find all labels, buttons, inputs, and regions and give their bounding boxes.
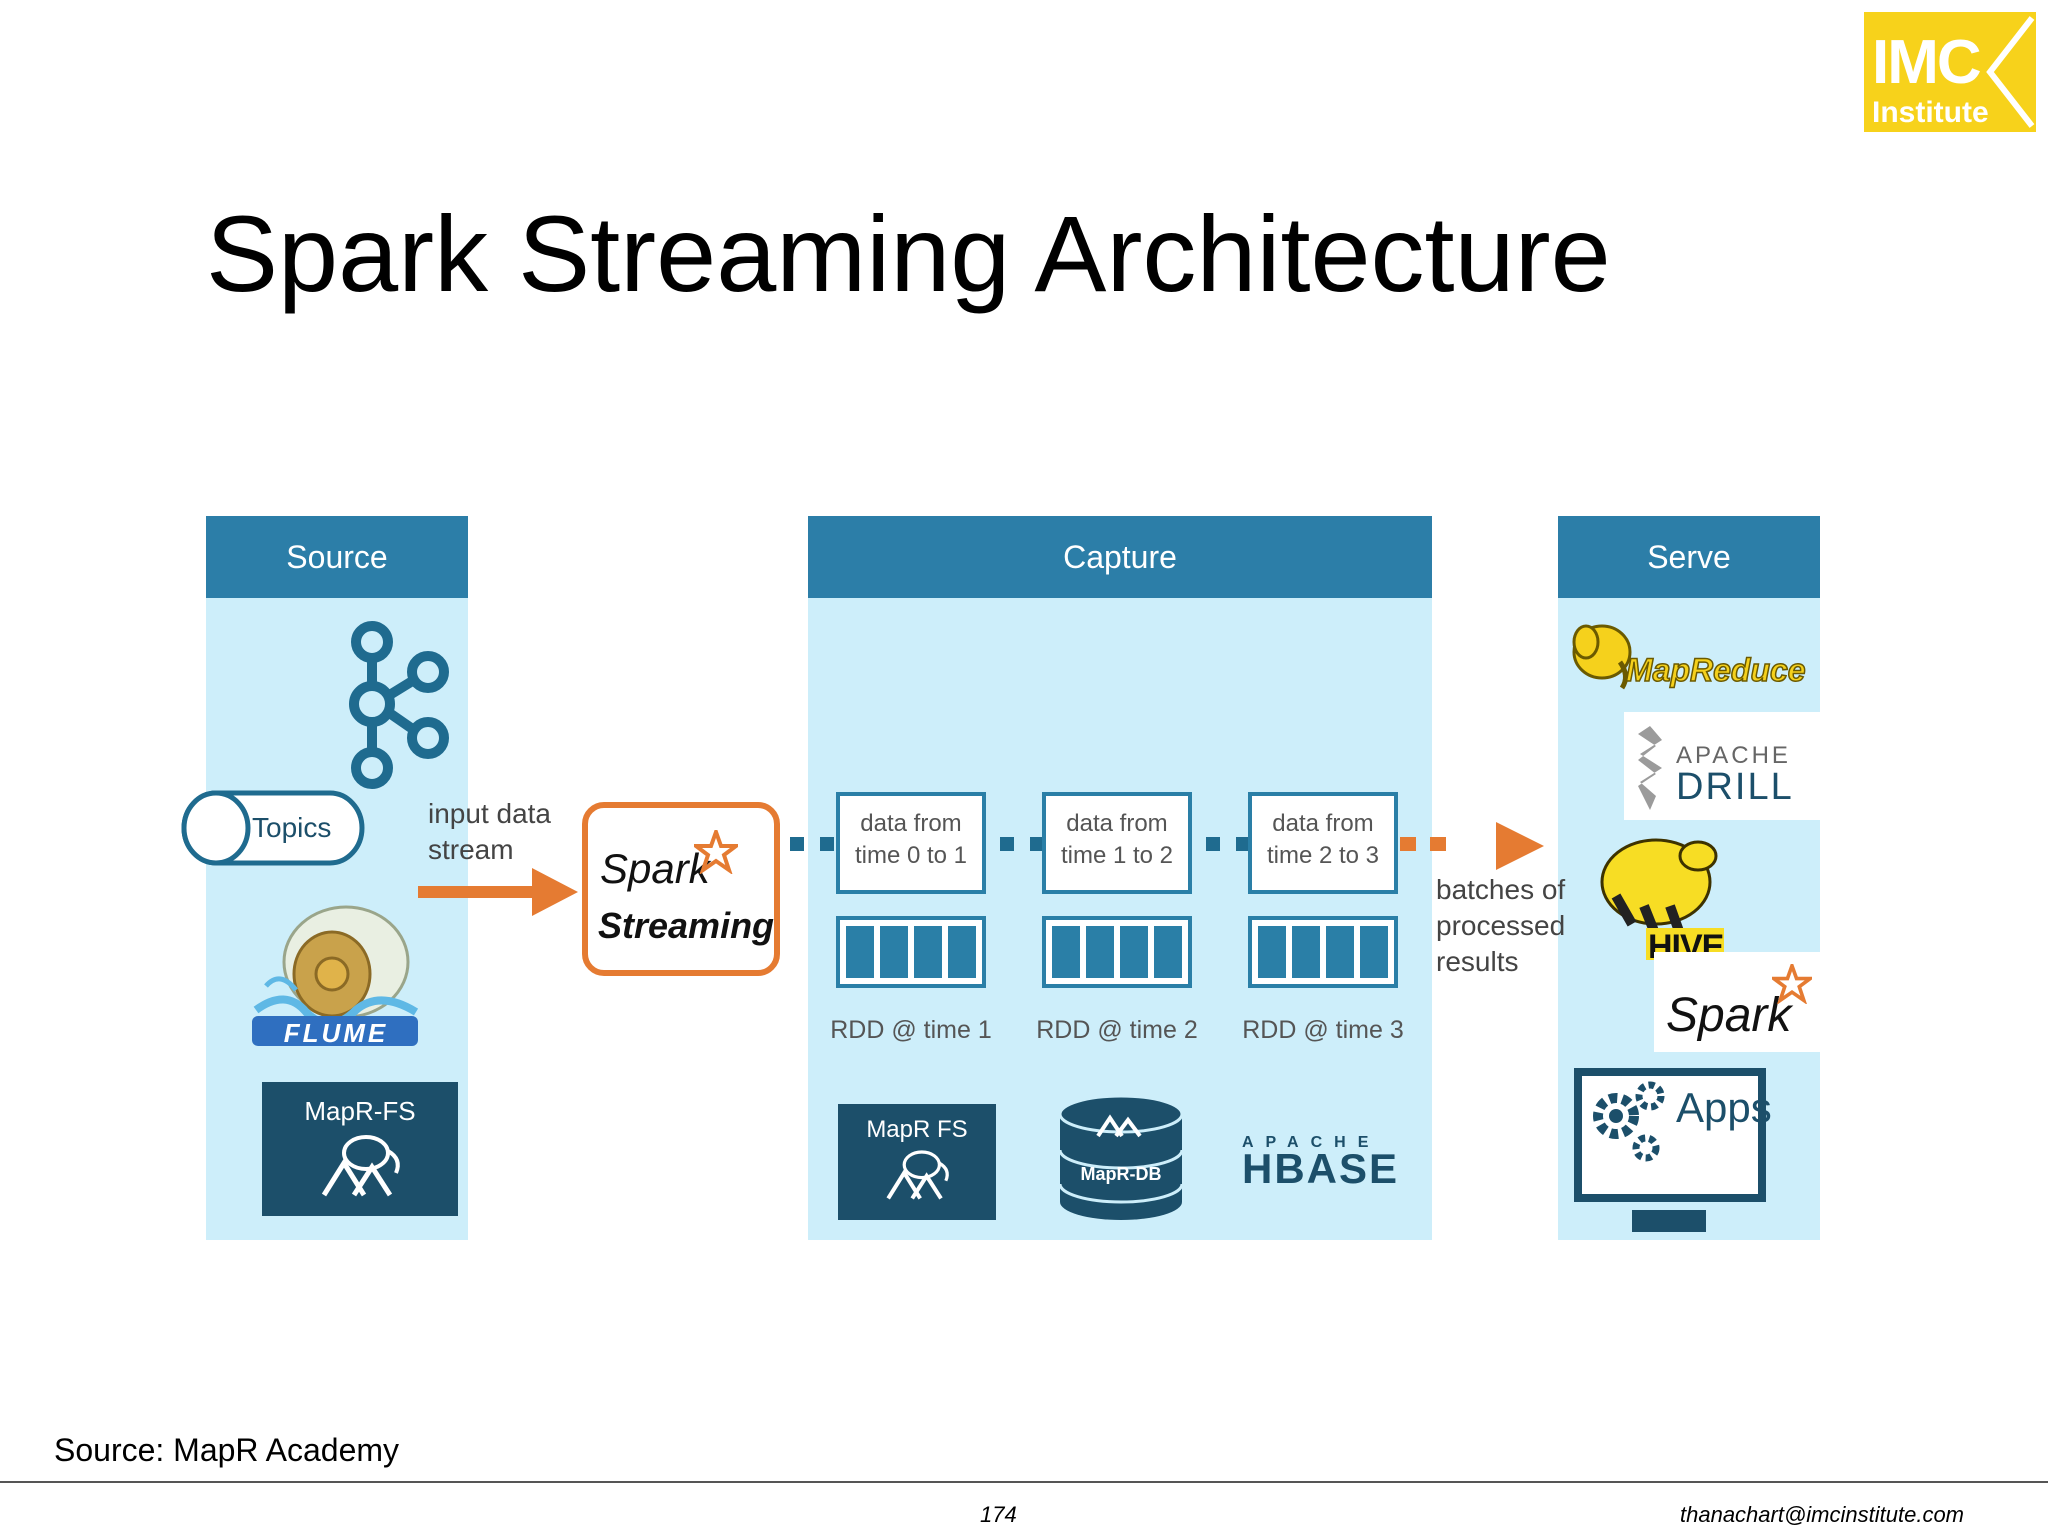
batch-box-3: data from time 2 to 3 [1248, 792, 1398, 894]
input-data-stream-label: input data stream [428, 798, 551, 865]
mapr-fs-source-label: MapR-FS [304, 1096, 416, 1126]
footer-divider [0, 1481, 2048, 1483]
apps-monitor-icon: Apps [1574, 1068, 1772, 1202]
drill-apache-label: APACHE [1676, 742, 1791, 769]
batch-box-1: data from time 0 to 1 [836, 792, 986, 894]
input-arrow-icon [418, 868, 578, 916]
spark-star-icon [1772, 964, 1812, 1004]
serve-header: Serve [1558, 516, 1820, 598]
topics-label: Topics [252, 812, 332, 843]
logo-chevron-icon [1986, 16, 2035, 128]
flume-icon [252, 905, 419, 1046]
spark-streaming-line1: Spark [600, 845, 710, 892]
output-arrow-icon [1496, 822, 1544, 870]
batch-box-2: data from time 1 to 2 [1042, 792, 1192, 894]
drill-logo-box: APACHE DRILL [1624, 712, 1820, 820]
imc-institute-logo: IMC Institute [1864, 12, 2036, 132]
drill-bit-icon [1638, 726, 1662, 810]
flume-label: FLUME [283, 1018, 389, 1048]
rdd-label-1: RDD @ time 1 [830, 1016, 992, 1044]
mapr-elephant-icon [886, 1150, 949, 1200]
mapreduce-elephant-icon [1572, 624, 1632, 690]
page-number: 174 [980, 1502, 1017, 1527]
batches-processed-label: batches of processed results [1436, 874, 1566, 977]
slide-title: Spark Streaming Architecture [206, 193, 1611, 314]
logo-institute-text: Institute [1872, 96, 1989, 129]
drill-label: DRILL [1676, 766, 1794, 808]
mapr-elephant-icon [321, 1135, 400, 1197]
spark-streaming-line2: Streaming [598, 905, 775, 946]
mapr-fs-capture-box: MapR FS [838, 1104, 996, 1220]
gears-icon [1593, 1081, 1665, 1162]
hbase-apache-label: APACHE [1242, 1134, 1381, 1151]
spark-logo-box: Spark [1654, 952, 1820, 1052]
logo-imc-text: IMC [1872, 28, 1982, 97]
topics-cylinder-icon [181, 790, 365, 866]
rdd-block-3 [1248, 916, 1398, 988]
rdd-label-3: RDD @ time 3 [1242, 1016, 1404, 1044]
mapr-fs-source-box: MapR-FS [262, 1082, 458, 1216]
kafka-icon [349, 621, 449, 789]
mapr-db-label: MapR-DB [1080, 1164, 1162, 1184]
source-header: Source [206, 516, 468, 598]
footer-email: thanachart@imcinstitute.com [1680, 1502, 1965, 1527]
rdd-block-1 [836, 916, 986, 988]
batch-connector-dots [790, 837, 1446, 851]
source-citation: Source: MapR Academy [54, 1432, 400, 1468]
apps-label: Apps [1676, 1084, 1772, 1131]
mapr-db-icon [1058, 1094, 1184, 1220]
capture-header: Capture [808, 516, 1432, 598]
mapreduce-label: MapReduce [1625, 651, 1806, 689]
rdd-block-2 [1042, 916, 1192, 988]
spark-streaming-box: Spark Streaming [582, 802, 780, 976]
spark-serve-label: Spark [1666, 989, 1792, 1042]
monitor-stand [1632, 1210, 1706, 1232]
mapr-fs-capture-label: MapR FS [866, 1116, 968, 1143]
hbase-label: HBASE [1242, 1145, 1400, 1192]
rdd-label-2: RDD @ time 2 [1036, 1016, 1198, 1044]
spark-star-icon [694, 830, 738, 874]
